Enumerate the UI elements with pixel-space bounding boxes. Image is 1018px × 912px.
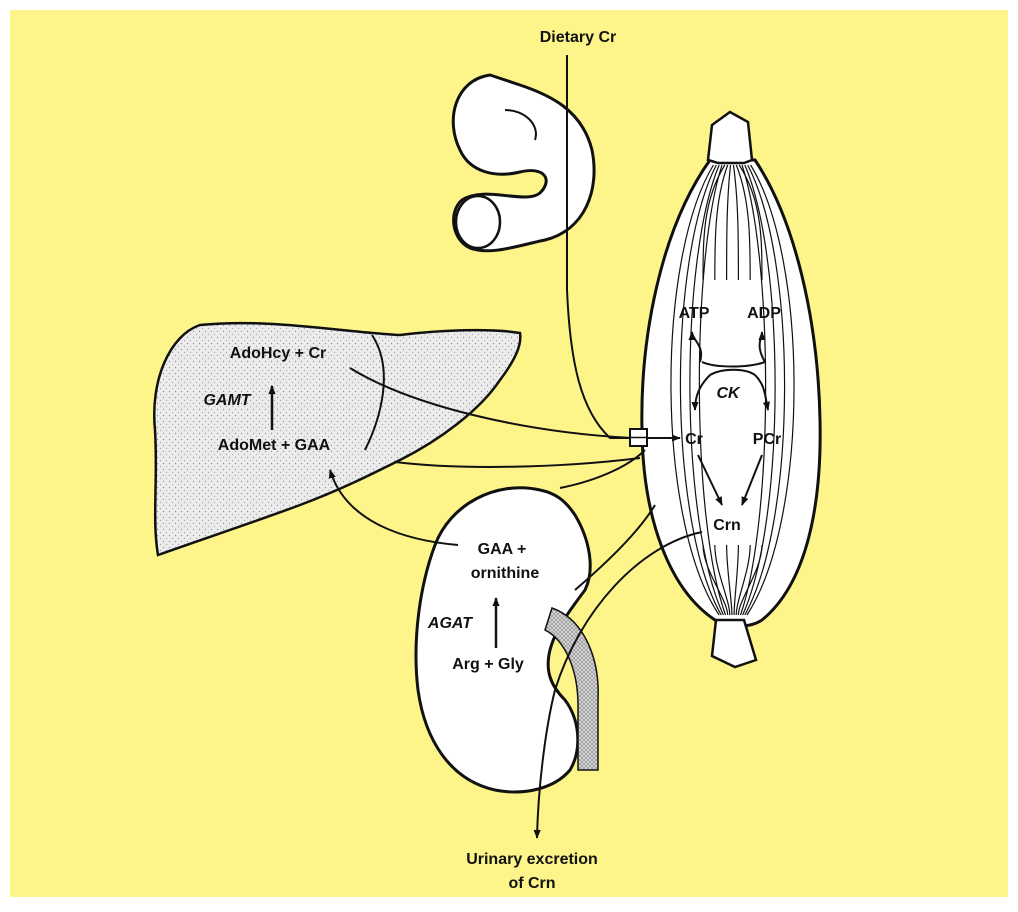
label-dietary-cr: Dietary Cr bbox=[540, 29, 616, 46]
label-ck: CK bbox=[716, 385, 741, 402]
label-agat: AGAT bbox=[427, 615, 473, 632]
label-ornithine: ornithine bbox=[471, 565, 540, 582]
label-gaa: GAA + bbox=[478, 541, 527, 558]
label-crn: Crn bbox=[713, 517, 741, 534]
label-adp: ADP bbox=[747, 305, 781, 322]
label-gamt: GAMT bbox=[203, 392, 251, 409]
label-arg-gly: Arg + Gly bbox=[452, 656, 524, 673]
label-adomet-gaa: AdoMet + GAA bbox=[218, 437, 331, 454]
label-adohcy-cr: AdoHcy + Cr bbox=[230, 345, 326, 362]
label-atp: ATP bbox=[679, 305, 710, 322]
label-cr: Cr bbox=[685, 431, 703, 448]
label-of-crn: of Crn bbox=[508, 875, 555, 892]
kidney-shape bbox=[416, 488, 598, 792]
label-urinary-excretion: Urinary excretion bbox=[466, 851, 598, 868]
label-pcr: PCr bbox=[753, 431, 781, 448]
